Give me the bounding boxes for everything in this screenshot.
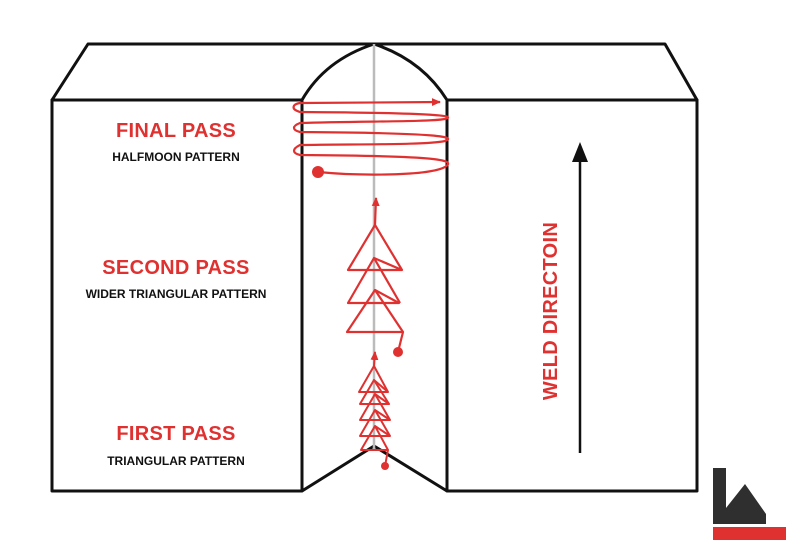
arrow-up-head: [572, 142, 588, 162]
second-pass-pattern: WIDER TRIANGULAR PATTERN: [86, 287, 267, 301]
triangle-weave-path: [358, 352, 391, 467]
left-plate-front-face: [50, 98, 304, 493]
second-pass-title: SECOND PASS: [102, 257, 249, 279]
wide-triangle-pattern: [345, 198, 405, 357]
weld-direction-label: WELD DIRECTOIN: [540, 222, 562, 400]
second-pass-labels: SECOND PASS WIDER TRIANGULAR PATTERN: [86, 257, 267, 301]
weld-direction-arrow: [572, 142, 588, 453]
final-pass-title: FINAL PASS: [116, 120, 236, 142]
final-pass-pattern: HALFMOON PATTERN: [112, 150, 240, 164]
final-pass-labels: FINAL PASS HALFMOON PATTERN: [112, 120, 240, 164]
right-plate-top-face: [372, 42, 699, 102]
left-plate-top-face: [50, 42, 376, 102]
first-pass-labels: FIRST PASS TRIANGULAR PATTERN: [107, 423, 245, 468]
triangle-pattern: [358, 352, 391, 470]
halfmoon-weave-path: [292, 98, 450, 176]
first-pass-title: FIRST PASS: [116, 423, 235, 445]
first-pass-pattern: TRIANGULAR PATTERN: [107, 454, 245, 468]
logo-mark: [713, 468, 766, 524]
right-plate-front-face: [445, 98, 699, 493]
logo-bar: [713, 527, 786, 540]
groove-bottom-edge: [301, 444, 448, 493]
brand-logo-icon: [713, 468, 786, 540]
wide-triangle-weave-path: [345, 198, 405, 353]
halfmoon-pattern: [292, 98, 450, 178]
